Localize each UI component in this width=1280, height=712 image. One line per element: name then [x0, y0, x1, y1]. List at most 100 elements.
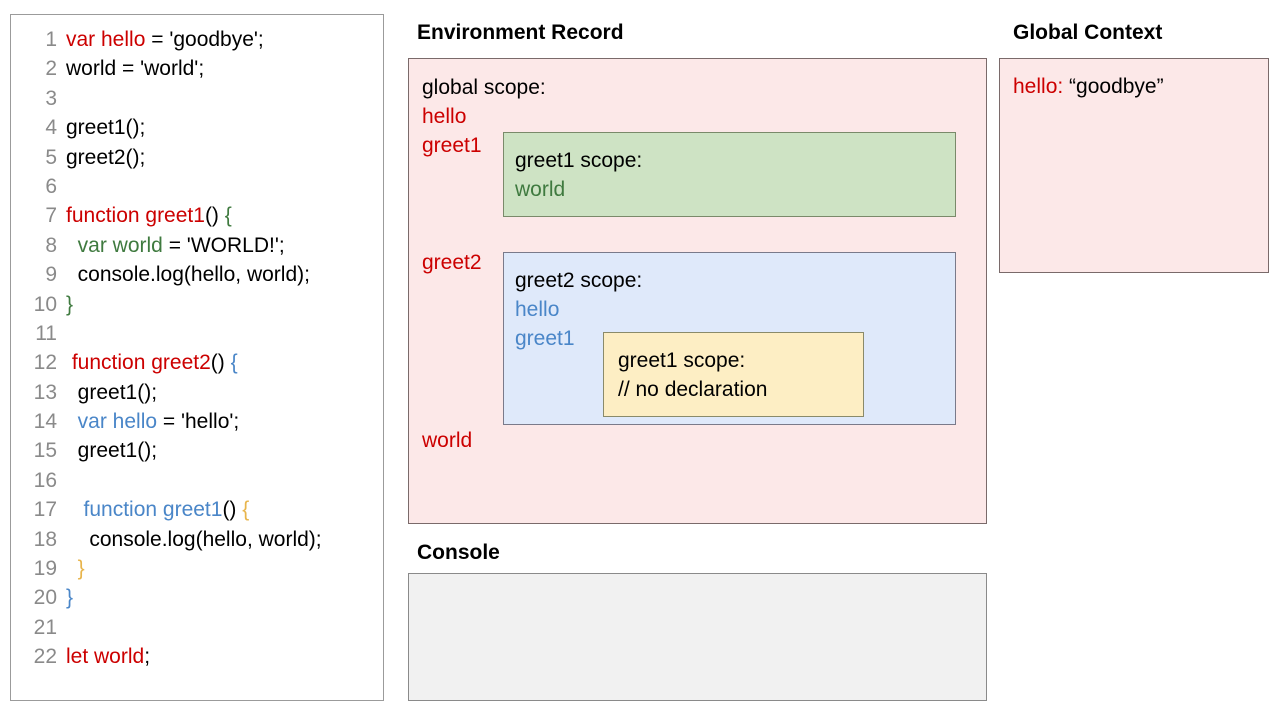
console-heading: Console: [417, 541, 500, 564]
code-line-number: 6: [45, 174, 57, 198]
code-line-text: function greet2() {: [57, 351, 238, 375]
code-token: var hello: [66, 28, 146, 51]
code-line: 9 console.log(hello, world);: [11, 263, 383, 292]
code-line-text: greet2();: [57, 146, 145, 170]
code-line: 13 greet1();: [11, 381, 383, 410]
code-line-number: 9: [45, 263, 57, 287]
code-line: 2 world = 'world';: [11, 57, 383, 86]
code-line-text: console.log(hello, world);: [57, 527, 322, 552]
code-line-number: 21: [33, 615, 57, 639]
greet1-scope-box: greet1 scope: world: [503, 132, 956, 217]
code-line-text: var world = 'WORLD!';: [57, 234, 285, 258]
code-line: 18 console.log(hello, world);: [11, 528, 383, 557]
code-token: console.log(hello, world);: [89, 527, 322, 551]
code-line-number: 1: [45, 28, 57, 51]
global-binding-hello: hello: [422, 105, 467, 128]
code-line-text: function greet1() {: [57, 204, 232, 228]
code-token: greet1();: [66, 116, 146, 140]
code-line-number: 14: [33, 410, 57, 434]
nested-greet1-scope-comment: // no declaration: [618, 378, 768, 401]
code-line-number: 19: [33, 557, 57, 581]
greet2-scope-binding-greet1: greet1: [515, 327, 575, 350]
code-token: {: [224, 204, 232, 228]
global-context-entry: hello: “goodbye”: [1013, 75, 1164, 99]
code-line-text: greet1();: [57, 381, 157, 405]
global-binding-greet1: greet1: [422, 134, 482, 157]
global-context-heading: Global Context: [1013, 21, 1163, 44]
global-context-panel: hello: “goodbye”: [999, 58, 1269, 273]
code-token: let world: [66, 645, 145, 669]
code-token: = 'goodbye';: [145, 28, 264, 51]
environment-record-heading: Environment Record: [417, 21, 624, 44]
code-token: }: [77, 557, 85, 581]
code-token: ;: [144, 645, 151, 669]
code-line: 4 greet1();: [11, 116, 383, 145]
code-line-number: 17: [33, 498, 57, 522]
global-binding-greet2: greet2: [422, 251, 482, 274]
global-context-entry-value: “goodbye”: [1069, 75, 1164, 98]
code-token: }: [66, 292, 74, 316]
code-line: 11: [11, 322, 383, 351]
code-token: = 'hello';: [157, 410, 240, 434]
code-line-number: 16: [33, 468, 57, 492]
code-token: function greet1: [66, 204, 205, 228]
code-line-number: 20: [33, 586, 57, 610]
code-line-number: 2: [45, 57, 57, 81]
code-line-text: var hello = 'hello';: [57, 410, 240, 434]
code-line-number: 5: [45, 145, 57, 169]
code-line: 6: [11, 175, 383, 204]
code-token: greet1();: [77, 439, 158, 463]
code-line-number: 7: [45, 204, 57, 228]
code-token: {: [230, 351, 238, 375]
code-line-text: }: [57, 557, 85, 581]
code-line: 17 function greet1() {: [11, 498, 383, 527]
code-token: }: [66, 586, 74, 610]
code-line-text: greet1();: [57, 116, 145, 140]
greet2-scope-title: greet2 scope:: [515, 269, 643, 292]
code-line: 16: [11, 469, 383, 498]
code-token: var hello: [77, 410, 158, 434]
code-token: = 'WORLD!';: [162, 233, 285, 257]
code-line-number: 22: [33, 645, 57, 669]
code-line-number: 12: [33, 351, 57, 375]
code-line-number: 13: [33, 380, 57, 404]
code-token: (): [222, 498, 243, 522]
greet2-scope-box: greet2 scope: hello greet1 greet1 scope:…: [503, 252, 956, 425]
console-panel[interactable]: [408, 573, 987, 701]
code-token: (): [204, 204, 225, 228]
code-line: 5 greet2();: [11, 146, 383, 175]
code-token: greet1();: [77, 380, 158, 404]
global-binding-world: world: [422, 429, 473, 452]
global-context-entry-key: hello:: [1013, 75, 1064, 98]
environment-record-panel: global scope: hello greet1 greet2 world …: [408, 58, 987, 524]
code-token: {: [242, 498, 250, 522]
code-line-number: 15: [33, 439, 57, 463]
code-line-text: world = 'world';: [57, 57, 204, 81]
code-line-text: greet1();: [57, 439, 157, 463]
code-token: console.log(hello, world);: [77, 263, 310, 287]
code-line: 21: [11, 616, 383, 645]
code-token: greet2();: [66, 145, 146, 169]
code-line: 22 let world;: [11, 645, 383, 674]
code-line-text: console.log(hello, world);: [57, 263, 310, 287]
greet2-scope-binding-hello: hello: [515, 298, 560, 321]
code-line-number: 11: [35, 321, 57, 345]
code-line: 8 var world = 'WORLD!';: [11, 234, 383, 263]
code-line-text: var hello = 'goodbye';: [57, 28, 264, 52]
nested-greet1-scope-title: greet1 scope:: [618, 349, 746, 372]
code-token: world = 'world';: [66, 57, 205, 81]
code-line: 12 function greet2() {: [11, 351, 383, 380]
code-line-text: }: [57, 586, 73, 610]
code-line-number: 4: [45, 116, 57, 140]
code-line-number: 10: [33, 292, 57, 316]
code-line: 19 }: [11, 557, 383, 586]
code-token: function greet2: [66, 351, 211, 375]
code-line-text: }: [57, 293, 73, 317]
code-line: 20}: [11, 586, 383, 615]
code-line: 3: [11, 87, 383, 116]
code-token: var world: [77, 233, 163, 257]
code-line-text: function greet1() {: [57, 498, 250, 522]
